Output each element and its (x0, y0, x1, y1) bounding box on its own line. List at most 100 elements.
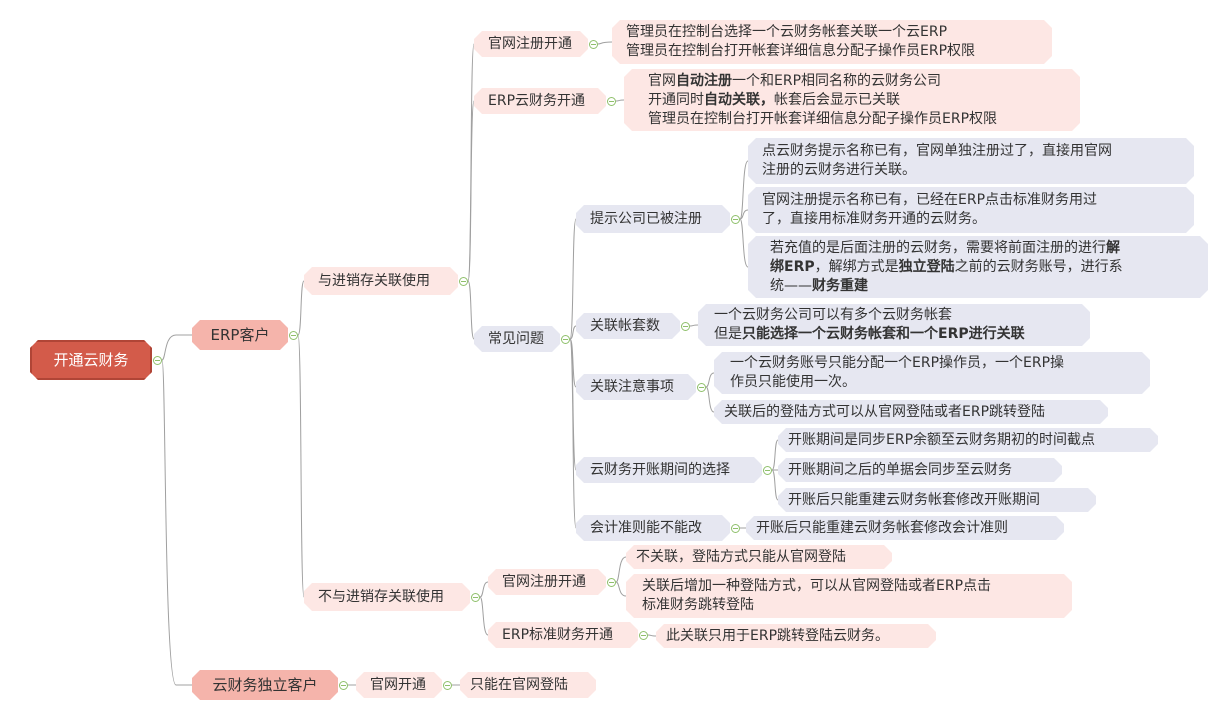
topic-standalone-customer[interactable]: 云财务独立客户 (192, 670, 338, 700)
connector-line (297, 334, 305, 598)
topic-unlinked-usage[interactable]: 不与进销存关联使用 (304, 583, 470, 611)
note-period-2[interactable]: 开账期间之后的单据会同步至云财务 (778, 458, 1062, 482)
node-text-line: 开账后只能重建云财务帐套修改开账期间 (788, 491, 1082, 510)
topic-faq[interactable]: 常见问题 (474, 326, 560, 352)
text: 但是 (714, 326, 742, 342)
note-unlinked-erp[interactable]: 此关联只用于ERP跳转登陆云财务。 (656, 624, 936, 648)
node-text-line: 标准财务跳转登陆 (642, 596, 1058, 615)
connector-line (615, 556, 627, 583)
topic-standalone-web-open[interactable]: 官网开通 (356, 672, 442, 698)
node-text-line: 关联后增加一种登陆方式，可以从官网登陆或者ERP点击 (642, 577, 1058, 596)
node-text-line: 但是只能选择一个云财务帐套和一个ERP进行关联 (714, 325, 1076, 344)
bold-text: 自动关联， (704, 91, 774, 108)
note-registered-1[interactable]: 点云财务提示名称已有，官网单独注册过了，直接用官网注册的云财务进行关联。 (748, 138, 1194, 184)
node-text-line: 只能在官网登陆 (470, 676, 582, 695)
text: 开账后只能重建云财务帐套修改开账期间 (788, 491, 1040, 508)
text: 作员只能使用一次。 (730, 374, 856, 390)
topic-linked-usage[interactable]: 与进销存关联使用 (304, 267, 458, 295)
text: 管理员在控制台打开帐套详细信息分配子操作员ERP权限 (648, 110, 998, 127)
note-unlinked-web-1[interactable]: 不关联，登陆方式只能从官网登陆 (626, 545, 892, 569)
node-text-line: 关联后的登陆方式可以从官网登陆或者ERP跳转登陆 (724, 403, 1094, 422)
node-text-line: 一个云财务公司可以有多个云财务帐套 (714, 306, 1076, 325)
node-text-line: 常见问题 (488, 330, 546, 349)
note-notes-2[interactable]: 关联后的登陆方式可以从官网登陆或者ERP跳转登陆 (714, 400, 1108, 424)
node-text-line: 统——财务重建 (770, 277, 1194, 296)
topic-erp-customer[interactable]: ERP客户 (192, 320, 288, 350)
collapse-toggle-icon[interactable] (443, 681, 452, 690)
topic-unlinked-web-open[interactable]: 官网注册开通 (488, 569, 606, 595)
text: ERP客户 (210, 325, 270, 344)
text: 官网注册开通 (488, 35, 572, 52)
connector-line (297, 280, 305, 336)
node-text-line: 云财务开账期间的选择 (590, 461, 748, 480)
note-period-3[interactable]: 开账后只能重建云财务帐套修改开账期间 (778, 488, 1096, 512)
note-erp-open[interactable]: 官网自动注册一个和ERP相同名称的云财务公司开通同时自动关联，帐套后会显示已关联… (624, 69, 1080, 131)
collapse-toggle-icon[interactable] (607, 97, 616, 106)
collapse-toggle-icon[interactable] (561, 335, 570, 344)
collapse-toggle-icon[interactable] (639, 631, 648, 640)
connector-line (569, 338, 577, 529)
topic-erp-open[interactable]: ERP云财务开通 (474, 88, 606, 114)
collapse-toggle-icon[interactable] (153, 356, 162, 365)
connector-line (771, 439, 779, 471)
collapse-toggle-icon[interactable] (607, 578, 616, 587)
text: 不关联，登陆方式只能从官网登陆 (636, 548, 846, 565)
node-text-line: 与进销存关联使用 (318, 272, 444, 291)
topic-unlinked-erp-open[interactable]: ERP标准财务开通 (488, 622, 638, 648)
node-text-line: 云财务独立客户 (212, 676, 317, 695)
topic-accounting-standard[interactable]: 会计准则能不能改 (576, 515, 730, 541)
text: 帐套后会显示已关联 (774, 91, 900, 108)
topic-notes[interactable]: 关联注意事项 (576, 374, 696, 400)
text: 云财务独立客户 (212, 675, 318, 694)
collapse-toggle-icon[interactable] (289, 331, 298, 340)
text: 关联注意事项 (590, 378, 674, 395)
node-text-line: 开通同时自动关联，帐套后会显示已关联 (648, 91, 1066, 110)
connector-line (615, 99, 625, 102)
connector-line (467, 280, 475, 340)
bold-text: 自动注册 (676, 72, 732, 89)
collapse-toggle-icon[interactable] (697, 383, 706, 392)
root-topic[interactable]: 开通云财务 (30, 340, 152, 380)
node-text-line: 开账后只能重建云财务帐套修改会计准则 (756, 519, 1050, 538)
note-accounting-standard[interactable]: 开账后只能重建云财务帐套修改会计准则 (746, 516, 1064, 540)
node-text-line: 官网注册开通 (488, 35, 574, 54)
text: ，解绑方式是 (814, 258, 899, 275)
topic-company-registered[interactable]: 提示公司已被注册 (576, 205, 730, 233)
node-text-line: 官网注册提示名称已有，已经在ERP点击标准财务用过 (762, 191, 1180, 210)
text: 若充值的是后面注册的云财务，需要将前面注册的进行 (770, 239, 1106, 256)
text: 常见问题 (488, 330, 544, 347)
node-text-line: 官网注册开通 (502, 573, 592, 592)
note-registered-2[interactable]: 官网注册提示名称已有，已经在ERP点击标准财务用过了，直接用标准财务开通的云财务… (748, 187, 1194, 233)
note-notes-1[interactable]: 一个云财务账号只能分配一个ERP操作员，一个ERP操作员只能使用一次。 (714, 352, 1150, 394)
note-unlinked-web-2[interactable]: 关联后增加一种登陆方式，可以从官网登陆或者ERP点击标准财务跳转登陆 (626, 574, 1072, 618)
bold-text: 只能选择一个云财务帐套和一个ERP进行关联 (742, 326, 1025, 342)
connector-line (739, 160, 749, 220)
bold-text: 绑ERP (770, 258, 815, 275)
node-text-line: 此关联只用于ERP跳转登陆云财务。 (666, 627, 922, 646)
node-text-line: 关联帐套数 (590, 317, 666, 336)
text: 开账后只能重建云财务帐套修改会计准则 (756, 519, 1008, 536)
topic-period[interactable]: 云财务开账期间的选择 (576, 457, 762, 483)
collapse-toggle-icon[interactable] (681, 322, 690, 331)
node-text-line: 开账期间之后的单据会同步至云财务 (788, 461, 1048, 480)
node-text-line: 管理员在控制台打开帐套详细信息分配子操作员ERP权限 (648, 110, 1066, 129)
collapse-toggle-icon[interactable] (471, 593, 480, 602)
note-registered-3[interactable]: 若充值的是后面注册的云财务，需要将前面注册的进行解绑ERP，解绑方式是独立登陆之… (748, 236, 1208, 298)
collapse-toggle-icon[interactable] (763, 466, 772, 475)
connector-line (771, 469, 779, 501)
node-text-line: 绑ERP，解绑方式是独立登陆之前的云财务账号，进行系 (770, 258, 1194, 277)
note-standalone-web[interactable]: 只能在官网登陆 (460, 672, 596, 698)
note-period-1[interactable]: 开账期间是同步ERP余额至云财务期初的时间截点 (778, 428, 1158, 452)
bold-text: 解 (1106, 239, 1120, 256)
text: 关联帐套数 (590, 317, 660, 334)
topic-web-open[interactable]: 官网注册开通 (474, 31, 588, 57)
collapse-toggle-icon[interactable] (731, 215, 740, 224)
collapse-toggle-icon[interactable] (339, 681, 348, 690)
collapse-toggle-icon[interactable] (589, 40, 598, 49)
topic-book-count[interactable]: 关联帐套数 (576, 313, 680, 339)
connector-line (689, 324, 699, 327)
collapse-toggle-icon[interactable] (459, 277, 468, 286)
note-book-count[interactable]: 一个云财务公司可以有多个云财务帐套但是只能选择一个云财务帐套和一个ERP进行关联 (698, 304, 1090, 346)
collapse-toggle-icon[interactable] (731, 524, 740, 533)
